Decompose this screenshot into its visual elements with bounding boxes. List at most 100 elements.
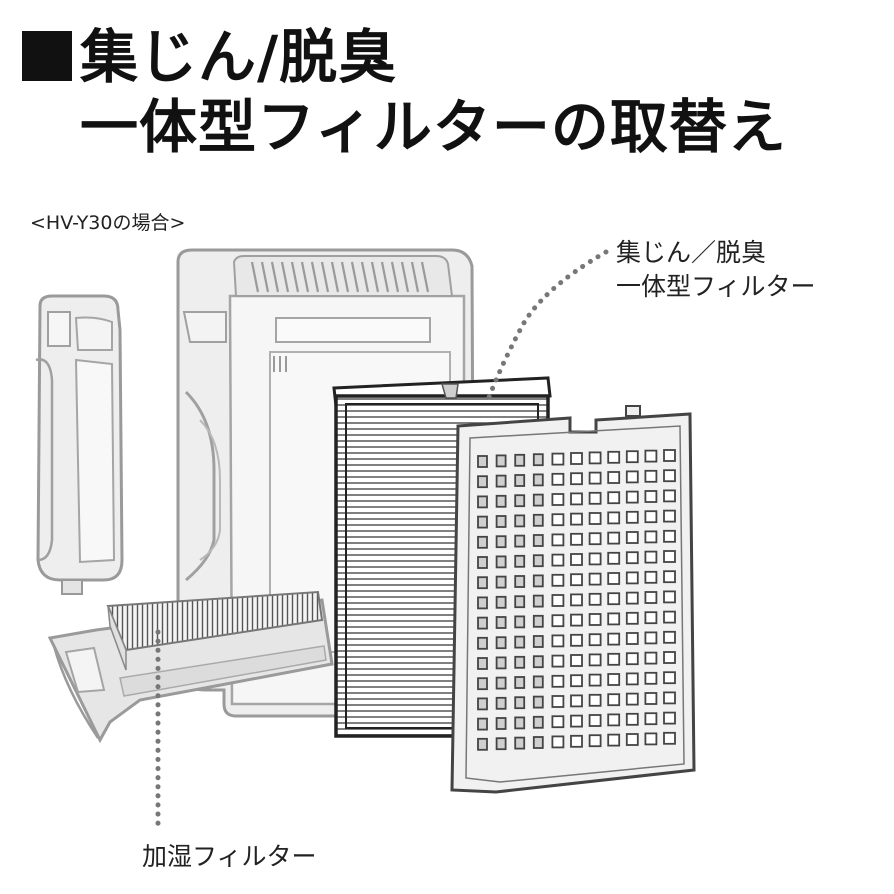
grille-hole xyxy=(495,676,507,690)
grille-hole xyxy=(495,717,507,730)
grille-hole xyxy=(607,673,621,686)
model-note: <HV-Y30の場合> xyxy=(30,212,186,234)
front-grille-panel xyxy=(450,405,696,794)
grille-hole xyxy=(477,596,488,610)
grille-hole xyxy=(625,490,639,504)
grille-hole xyxy=(607,632,621,646)
grille-hole xyxy=(588,491,602,505)
grille-hole xyxy=(663,529,676,543)
grille-hole xyxy=(663,570,676,584)
grille-hole xyxy=(570,532,583,546)
grille-hole xyxy=(663,590,676,604)
grille-hole xyxy=(644,591,658,604)
grille-hole xyxy=(644,671,658,685)
grille-hole xyxy=(644,510,658,524)
grille-hole xyxy=(607,551,621,565)
grille-hole xyxy=(551,472,565,486)
grille-hole xyxy=(532,554,544,568)
grille-hole xyxy=(625,632,639,645)
grille-hole xyxy=(570,694,583,708)
grille-hole xyxy=(551,715,565,729)
grille-hole xyxy=(570,734,583,748)
grille-hole xyxy=(588,552,602,566)
grille-hole xyxy=(644,611,658,625)
grille-hole xyxy=(514,655,526,669)
grille-hole xyxy=(551,735,565,749)
grille-hole xyxy=(551,614,565,628)
grille-hole xyxy=(625,571,639,585)
grille-hole xyxy=(588,734,602,748)
grille-hole xyxy=(607,572,621,585)
grille-hole xyxy=(532,473,544,487)
grille-hole xyxy=(495,555,507,569)
grille-hole xyxy=(477,636,488,650)
grille-hole xyxy=(477,535,488,549)
grille-hole xyxy=(570,633,583,647)
grille-hole xyxy=(551,634,565,648)
grille-hole xyxy=(644,490,658,503)
grille-hole xyxy=(588,572,602,586)
grille-hole xyxy=(570,593,583,607)
grille-hole xyxy=(495,595,507,609)
grille-hole xyxy=(588,673,602,687)
grille-hole xyxy=(663,550,676,563)
grille-hole xyxy=(644,469,658,483)
grille-hole xyxy=(588,714,602,727)
grille-hole xyxy=(570,714,583,728)
humidify-filter-label: 加湿フィルター xyxy=(142,842,317,871)
grille-hole xyxy=(663,489,676,503)
grille-hole xyxy=(495,454,507,468)
grille-hole xyxy=(477,515,488,529)
grille-hole xyxy=(532,655,544,669)
grille-hole xyxy=(663,610,676,624)
grille-hole xyxy=(551,573,565,587)
grille-hole xyxy=(495,656,507,670)
grille-hole xyxy=(551,513,565,527)
grille-hole xyxy=(588,633,602,647)
grille-hole xyxy=(551,674,565,688)
grille-hole xyxy=(588,592,602,606)
grille-hole xyxy=(532,675,544,689)
grille-hole xyxy=(532,736,544,749)
grille-hole xyxy=(644,449,658,463)
grille-hole xyxy=(644,692,658,705)
grille-hole xyxy=(551,553,565,567)
grille-hole xyxy=(607,612,621,626)
grille-hole xyxy=(532,715,544,729)
grille-hole xyxy=(532,614,544,628)
grille-hole xyxy=(570,553,583,566)
grille-hole xyxy=(588,512,602,525)
grille-hole xyxy=(477,616,488,630)
grille-hole xyxy=(625,510,639,524)
grille-hole xyxy=(663,671,676,685)
grille-hole xyxy=(514,615,526,629)
grille-hole xyxy=(532,594,544,608)
dust-deodor-label-line-1: 集じん／脱臭 xyxy=(616,238,767,267)
grille-hole xyxy=(644,570,658,584)
grille-hole xyxy=(532,513,544,527)
grille-hole xyxy=(477,697,488,711)
grille-hole xyxy=(495,575,507,589)
grille-hole xyxy=(495,474,507,488)
grille-hole xyxy=(570,512,583,526)
grille-hole xyxy=(477,495,488,509)
grille-hole xyxy=(644,550,658,564)
grille-hole xyxy=(514,474,526,487)
grille-hole xyxy=(495,515,507,528)
grille-hole xyxy=(644,651,658,665)
grille-hole xyxy=(644,732,658,746)
grille-hole xyxy=(532,574,544,588)
grille-hole xyxy=(570,492,583,506)
title-line-2: 一体型フィルターの取替え xyxy=(80,93,787,161)
grille-hole xyxy=(477,576,488,590)
grille-hole xyxy=(663,711,676,725)
grille-hole xyxy=(625,652,639,666)
grille-hole xyxy=(607,471,621,484)
title-line-1: 集じん/脱臭 xyxy=(80,23,398,91)
grille-hole xyxy=(663,469,676,483)
grille-hole xyxy=(514,696,526,710)
grille-hole xyxy=(625,692,639,706)
grille-hole xyxy=(570,613,583,627)
grille-hole xyxy=(625,712,639,726)
